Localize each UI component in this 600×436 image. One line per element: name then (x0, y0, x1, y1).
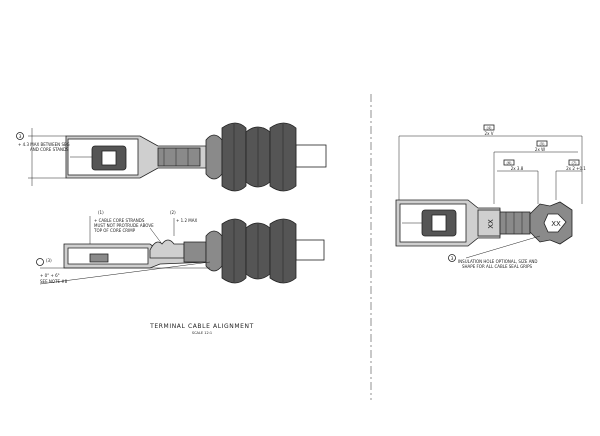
left-top-note-line1: + 4.3 MAX BETWEEN SEG (18, 142, 70, 147)
side-callout-b: (2) (170, 210, 176, 215)
left-top-callout: 3 (19, 134, 22, 140)
side-note-strands-2: MUST NOT PROTRUDE ABOVE (94, 223, 154, 228)
side-dim-max: + 1.2 MAX (176, 218, 197, 223)
left-top-note-line2: AND CORE STANDS (30, 147, 69, 152)
side-angle-label: + 0° + 6° (40, 273, 60, 278)
right-dim-a: 2x 3.8 (511, 166, 524, 171)
terminal-top-view: 3 + 4.3 MAX BETWEEN SEG AND CORE STANDS (16, 122, 327, 192)
right-dim-a-ref: (6) (507, 161, 513, 165)
right-mark-2: XX (551, 220, 561, 228)
terminal-side-view: (1) + CABLE CORE STRANDS MUST NOT PROTRU… (36, 210, 325, 285)
right-dim-w: 2x W (535, 147, 545, 152)
drawing-scale: SCALE 12:1 (192, 331, 212, 335)
side-callout-a: (1) (98, 210, 104, 215)
side-note-strands-3: TOP OF CORE CRIMP (93, 228, 136, 233)
side-note-strands-1: + CABLE CORE STRANDS (94, 218, 145, 223)
right-dim-w-ref: (5) (540, 142, 546, 146)
side-see-note: SEE NOTE #8 (40, 279, 68, 284)
drawing-title: TERMINAL CABLE ALIGNMENT (149, 323, 254, 330)
right-mark: XX (487, 219, 495, 229)
right-note-line2: SHAPE FOR ALL CABLE SEAL GRIPS (462, 264, 533, 269)
right-dim-v-ref: (4) (487, 126, 493, 130)
side-callout-c: (3) (46, 258, 52, 263)
right-dim-b-ref: (7) (572, 161, 578, 165)
right-note-line1: INSULATION HOLE OPTIONAL, SIZE AND (458, 259, 538, 264)
right-dim-v: 2x V (485, 131, 494, 136)
right-callout: 3 (451, 256, 454, 262)
right-dim-b: 2x 2 +0.1 (566, 166, 586, 171)
terminal-right-view: (4) 2x V (5) 2x W (6) 2x 3.8 (7) 2x 2 +0… (395, 124, 586, 269)
